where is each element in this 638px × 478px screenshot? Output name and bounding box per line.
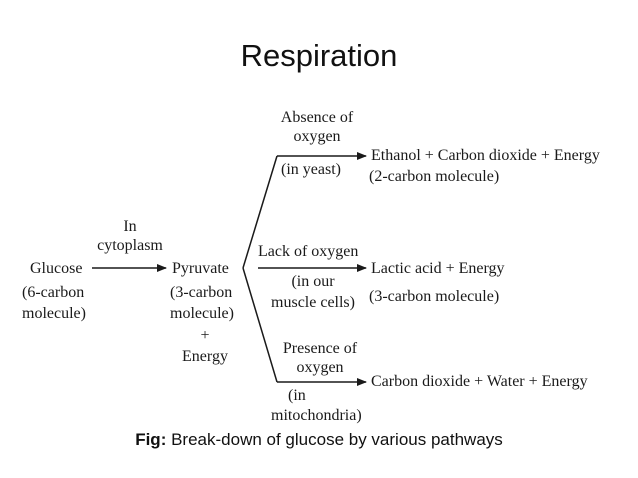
pyruvate-energy: Energy: [182, 348, 228, 365]
top-condition-2: oxygen: [293, 128, 341, 145]
bottom-location-2: mitochondria): [271, 407, 362, 424]
glucose-carbon-note: (6-carbon: [22, 284, 85, 301]
middle-product-note: (3-carbon molecule): [369, 288, 500, 305]
bottom-products: Carbon dioxide + Water + Energy: [371, 373, 588, 390]
cytoplasm-label-1: In: [123, 218, 137, 235]
glucose-label: Glucose: [30, 260, 83, 277]
pyruvate-plus: +: [200, 327, 210, 344]
pyruvate-carbon-note: (3-carbon: [170, 284, 233, 301]
top-condition-1: Absence of: [280, 109, 354, 126]
top-product-note: (2-carbon molecule): [369, 168, 500, 185]
top-products: Ethanol + Carbon dioxide + Energy: [371, 147, 600, 164]
fork-upper-line: [242, 155, 278, 269]
cytoplasm-label-2: cytoplasm: [97, 237, 163, 254]
glucose-carbon-note-2: molecule): [22, 305, 86, 322]
figure-caption: Fig: Break-down of glucose by various pa…: [0, 430, 638, 450]
middle-location-1: (in our: [291, 273, 335, 290]
top-location: (in yeast): [281, 161, 341, 178]
bottom-condition-2: oxygen: [296, 359, 344, 376]
slide-title: Respiration: [240, 38, 398, 73]
bottom-condition-1: Presence of: [282, 340, 358, 357]
bottom-location-1: (in: [288, 387, 306, 404]
pyruvate-label: Pyruvate: [172, 260, 229, 277]
fork-lower-line: [242, 267, 278, 383]
pyruvate-carbon-note-2: molecule): [170, 305, 234, 322]
middle-location-2: muscle cells): [271, 294, 355, 311]
middle-condition: Lack of oxygen: [258, 243, 359, 260]
middle-products: Lactic acid + Energy: [371, 260, 505, 277]
figure-caption-label: Fig:: [135, 430, 167, 449]
figure-caption-text: Break-down of glucose by various pathway…: [171, 430, 503, 449]
